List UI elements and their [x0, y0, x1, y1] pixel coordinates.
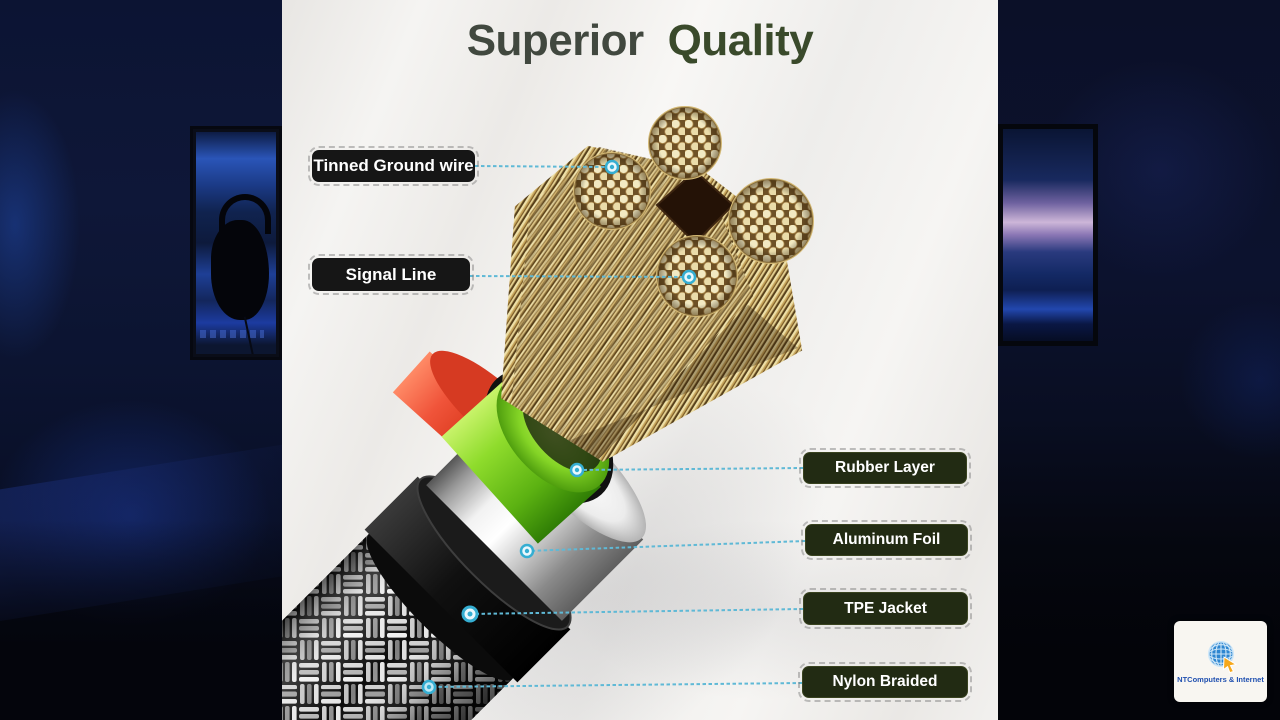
screen-detail-strip: [200, 330, 264, 338]
callout-signal-line: Signal Line: [308, 254, 474, 295]
watermark-text: NTComputers & Internet: [1177, 675, 1264, 685]
anchor-dot: [421, 679, 437, 695]
blue-glow: [0, 90, 80, 360]
callout-tinned-ground-wire: Tinned Ground wire: [308, 146, 479, 186]
callout-leader-lines: [428, 165, 806, 688]
anchor-dot: [681, 269, 697, 285]
anchor-dot: [519, 543, 535, 559]
callout-label: Aluminum Foil: [832, 531, 941, 548]
globe-cursor-icon: [1207, 641, 1237, 674]
cast-shadow: [572, 520, 952, 700]
leader-tinned-ground-wire: [474, 165, 613, 168]
wire-bundles: [573, 106, 814, 317]
anchor-dot: [604, 159, 620, 175]
callout-nylon-braided: Nylon Braided: [798, 662, 972, 702]
callout-tpe-jacket: TPE Jacket: [799, 588, 972, 629]
background-monitor-right: [998, 124, 1098, 346]
anchor-dot: [461, 605, 479, 623]
leader-signal-line: [469, 275, 690, 278]
anchor-dot: [569, 462, 585, 478]
background-monitor-left: [190, 126, 282, 360]
poster-title: Superior Quality: [282, 16, 998, 66]
background-right: [998, 0, 1280, 720]
channel-watermark: NTComputers & Internet: [1174, 621, 1267, 702]
cable-cutaway-illustration: [282, 106, 952, 720]
callout-label: Signal Line: [345, 264, 437, 284]
leader-rubber-layer: [576, 467, 804, 471]
callout-aluminum-foil: Aluminum Foil: [801, 520, 972, 560]
headphones-silhouette: [211, 194, 271, 320]
callout-label: Rubber Layer: [835, 459, 935, 476]
dark-floor: [0, 520, 282, 720]
leader-aluminum-foil: [526, 540, 806, 552]
monitor-screen: [196, 132, 276, 354]
leader-tpe-jacket: [469, 608, 804, 615]
callout-label: Nylon Braided: [832, 673, 938, 690]
leader-nylon-braided: [428, 682, 803, 688]
callout-anchor-dots: [421, 159, 697, 695]
tpe-jacket-ring: [364, 476, 571, 683]
monitor-screen-clouds: [1003, 129, 1093, 341]
wire-fan: [501, 145, 803, 462]
callout-label: TPE Jacket: [844, 599, 927, 617]
product-poster: Superior Quality: [282, 0, 998, 720]
background-left: [0, 0, 319, 720]
callout-rubber-layer: Rubber Layer: [799, 448, 971, 488]
callout-label: Tinned Ground wire: [313, 156, 474, 175]
title-word-1: Superior: [466, 16, 644, 65]
title-word-2: Quality: [667, 16, 814, 65]
